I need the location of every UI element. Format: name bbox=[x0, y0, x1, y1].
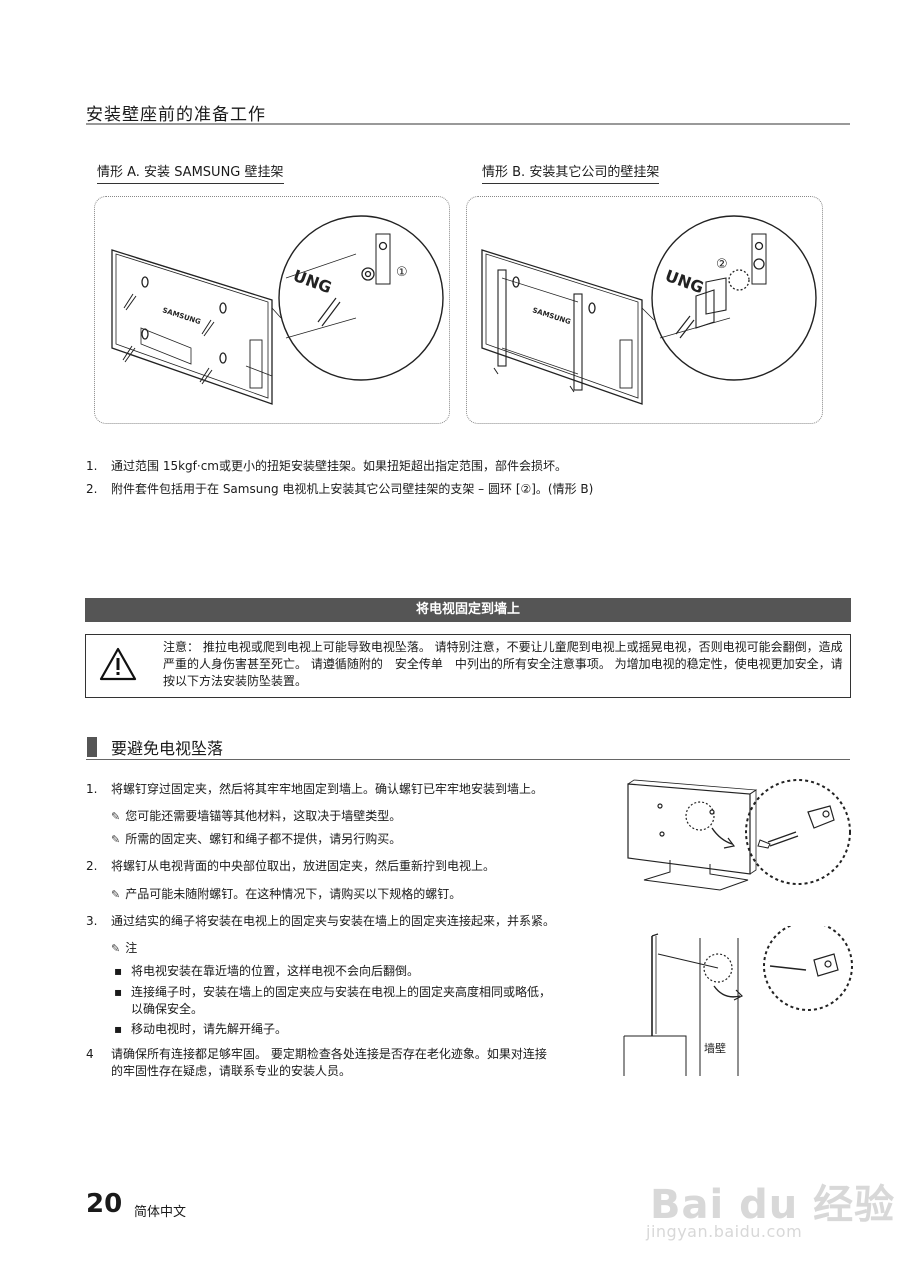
step-text: 将螺钉从电视背面的中央部位取出，放进固定夹，然后重新拧到电视上。 bbox=[111, 859, 496, 873]
watermark-logo: Bai du 经验 bbox=[650, 1182, 896, 1228]
tv-brand-label: SAMSUNG bbox=[161, 306, 202, 326]
bullet-text: 将电视安装在靠近墙的位置，这样电视不会向后翻倒。 bbox=[131, 964, 420, 978]
pencil-icon: ✎ bbox=[111, 810, 121, 823]
subsection-marker bbox=[87, 737, 97, 757]
step-number: 4 bbox=[86, 1047, 94, 1061]
step-text: 将螺钉穿过固定夹，然后将其牢牢地固定到墙上。确认螺钉已牢牢地安装到墙上。 bbox=[111, 782, 544, 796]
step-text: 请确保所有连接都足够牢固。 要定期检查各处连接是否存在老化迹象。如果对连接 bbox=[111, 1047, 547, 1061]
step-number: 2. bbox=[86, 859, 98, 873]
subsection-divider bbox=[86, 759, 850, 760]
subsection-title: 要避免电视坠落 bbox=[111, 739, 224, 758]
tv-clip-illustration bbox=[627, 779, 851, 891]
prep-note-number: 1. bbox=[86, 459, 98, 473]
case-a-heading: 情形 A. 安装 SAMSUNG 壁挂架 bbox=[97, 161, 284, 184]
callout-2: ② bbox=[716, 257, 728, 272]
bullet-marker: ▪ bbox=[114, 985, 123, 999]
step-note: ✎产品可能未随附螺钉。在这种情况下，请购买以下规格的螺钉。 bbox=[111, 887, 462, 901]
tv-back-panel bbox=[481, 249, 643, 405]
page-language: 简体中文 bbox=[134, 1205, 187, 1220]
wall-tether-illustration: 墙壁 bbox=[623, 926, 853, 1076]
bullet-marker: ▪ bbox=[114, 964, 123, 978]
wall-label: 墙壁 bbox=[704, 1041, 726, 1055]
bullet-text: 连接绳子时，安装在墙上的固定夹应与安装在电视上的固定夹高度相同或略低， bbox=[131, 985, 552, 999]
bullet-text-continued: 以确保安全。 bbox=[131, 1002, 204, 1016]
callout-1: ① bbox=[396, 265, 408, 280]
pencil-icon: ✎ bbox=[111, 888, 121, 901]
step-text: 通过结实的绳子将安装在电视上的固定夹与安装在墙上的固定夹连接起来，并系紧。 bbox=[111, 914, 556, 928]
tv-back-panel bbox=[111, 249, 273, 405]
case-a-illustration: SAMSUNG UNG ① bbox=[111, 215, 444, 405]
zoom-brand-fragment: UNG bbox=[663, 266, 707, 297]
pencil-icon: ✎ bbox=[111, 833, 121, 846]
tv-brand-label: SAMSUNG bbox=[531, 306, 572, 326]
step-note: ✎所需的固定夹、螺钉和绳子都不提供，请另行购买。 bbox=[111, 832, 402, 846]
case-b-illustration-frame bbox=[466, 196, 823, 424]
step-text-continued: 的牢固性存在疑虑，请联系专业的安装人员。 bbox=[111, 1064, 352, 1078]
page-number: 20 bbox=[86, 1189, 123, 1219]
prep-note: 1. 通过范围 15kgf·cm或更小的扭矩安装壁挂架。如果扭矩超出指定范围，部… bbox=[86, 458, 846, 474]
step-note-label: ✎注 bbox=[111, 941, 138, 955]
warning-text: 注意： 推拉电视或爬到电视上可能导致电视坠落。 请特别注意，不要让儿童爬到电视上… bbox=[163, 640, 843, 688]
prep-note-text: 通过范围 15kgf·cm或更小的扭矩安装壁挂架。如果扭矩超出指定范围，部件会损… bbox=[111, 459, 567, 473]
section-divider bbox=[86, 123, 850, 125]
step-number: 1. bbox=[86, 782, 98, 796]
bullet-text: 移动电视时，请先解开绳子。 bbox=[131, 1022, 288, 1036]
warning-triangle-icon bbox=[99, 647, 137, 681]
step-note: ✎您可能还需要墙锚等其他材料，这取决于墙壁类型。 bbox=[111, 809, 402, 823]
case-b-illustration: SAMSUNG UNG ② bbox=[481, 215, 817, 405]
step-number: 3. bbox=[86, 914, 98, 928]
zoom-brand-fragment: UNG bbox=[291, 266, 335, 297]
prep-note-text: 附件套件包括用于在 Samsung 电视机上安装其它公司壁挂架的支架 – 圆环 … bbox=[111, 482, 594, 496]
prep-note-number: 2. bbox=[86, 482, 98, 496]
warning-box: 注意： 推拉电视或爬到电视上可能导致电视坠落。 请特别注意，不要让儿童爬到电视上… bbox=[85, 634, 851, 698]
watermark-url: jingyan.baidu.com bbox=[646, 1222, 803, 1241]
section-title: 安装壁座前的准备工作 bbox=[86, 105, 266, 125]
bullet-marker: ▪ bbox=[114, 1022, 123, 1036]
prep-note: 2. 附件套件包括用于在 Samsung 电视机上安装其它公司壁挂架的支架 – … bbox=[86, 481, 846, 497]
section-banner: 将电视固定到墙上 bbox=[85, 598, 851, 622]
pencil-icon: ✎ bbox=[111, 942, 121, 955]
case-b-heading: 情形 B. 安装其它公司的壁挂架 bbox=[482, 161, 660, 184]
case-a-illustration-frame bbox=[94, 196, 450, 424]
